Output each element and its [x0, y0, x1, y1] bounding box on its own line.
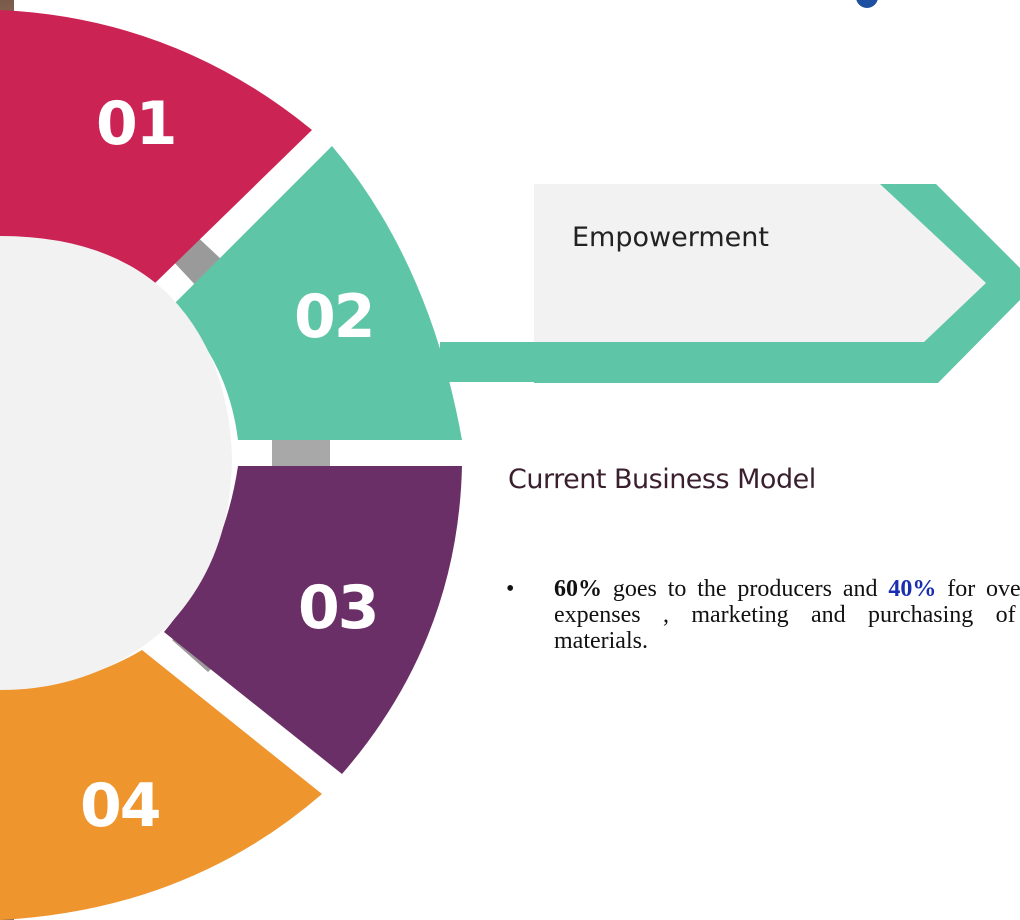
segment-03 [164, 466, 462, 774]
bullet-list: • 60% goes to the producers and 40% for … [506, 576, 1020, 656]
segment-04-number: 04 [80, 771, 161, 841]
center-disc [0, 236, 232, 690]
segment-03-number: 03 [298, 573, 379, 643]
overhead-share: 40% [888, 576, 937, 602]
segment-01-number: 01 [96, 89, 177, 159]
bullet-text-part-4: for overhead expenses , marketing and pu… [554, 576, 1020, 654]
segment-01 [0, 10, 312, 286]
connector-bar [440, 342, 540, 382]
bullet-text-part-2: goes to the producers and [602, 576, 889, 602]
bullet-text: 60% goes to the producers and 40% for ov… [554, 576, 1020, 654]
segment-02 [172, 146, 462, 440]
logo-mark [856, 0, 878, 8]
segment-02-number: 02 [294, 282, 375, 352]
bullet-marker: • [506, 576, 515, 602]
callout-label: Empowerment [572, 222, 769, 253]
segment-04 [0, 650, 322, 920]
producer-share: 60% [554, 576, 602, 602]
callout-banner-fill [534, 184, 986, 342]
section-title: Current Business Model [508, 464, 816, 495]
